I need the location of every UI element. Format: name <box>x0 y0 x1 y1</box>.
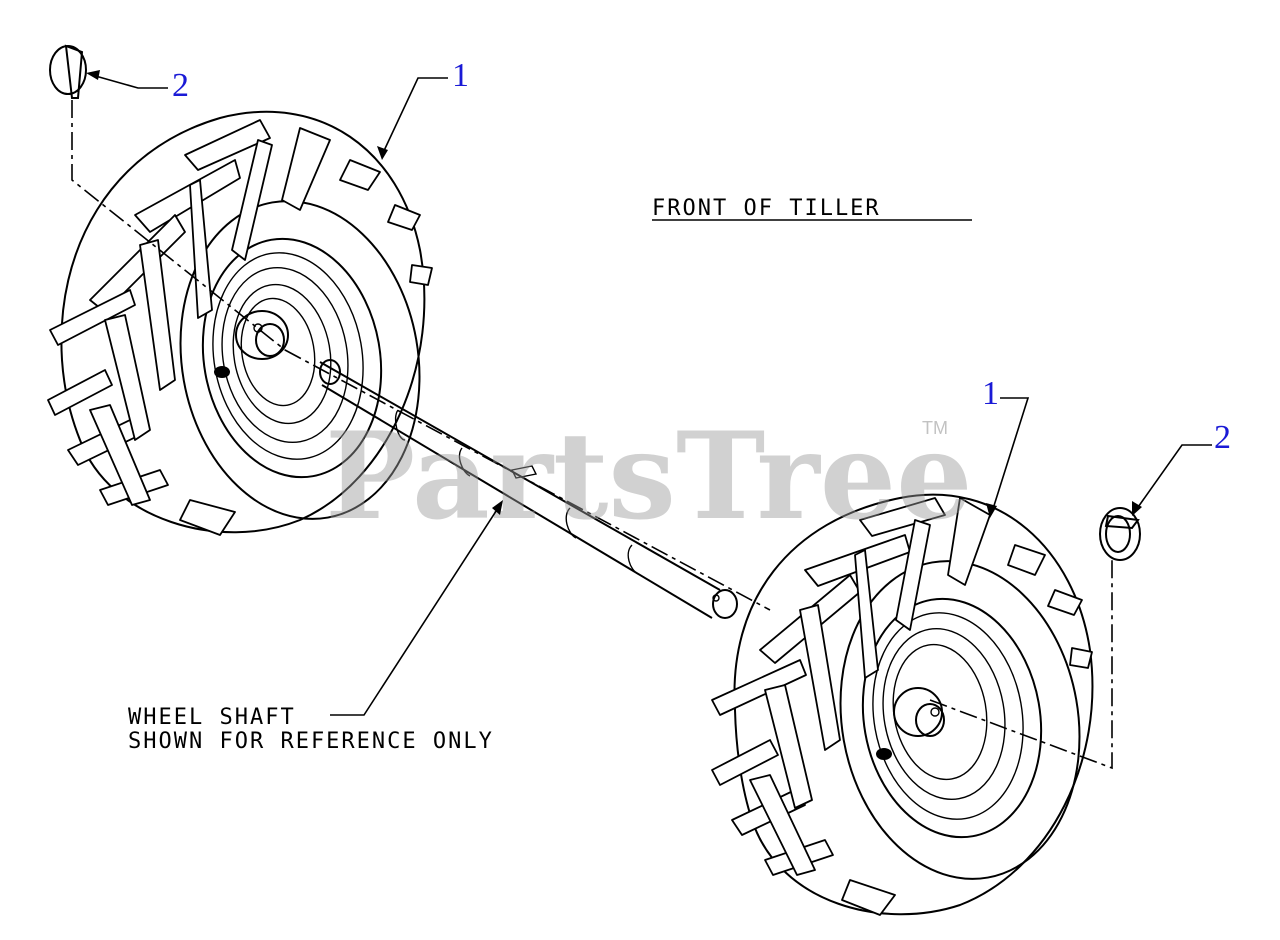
shaft-edge-bottom <box>321 384 713 619</box>
rim-left-ring-1 <box>212 252 364 460</box>
hub-right-bore <box>915 703 945 737</box>
heading-text: FRONT OF TILLER <box>652 196 881 221</box>
centerline-left <box>71 100 286 351</box>
hub-right-pinhole <box>930 707 940 717</box>
shaft-pinhole <box>712 594 720 602</box>
shaft-note-line1: WHEEL SHAFT <box>128 705 296 730</box>
hub-left <box>235 310 289 360</box>
leader-pin-right <box>1135 444 1212 511</box>
shaft-note-line2: SHOWN FOR REFERENCE ONLY <box>128 729 494 754</box>
shaft-collar-1 <box>394 409 406 441</box>
callout-number-pin-left: 2 <box>172 67 189 104</box>
shaft-note: WHEEL SHAFT SHOWN FOR REFERENCE ONLY <box>128 500 503 754</box>
tread-right <box>711 497 1093 916</box>
rim-left-ring-3 <box>232 283 332 425</box>
centerline-right <box>929 560 1113 770</box>
arrowhead-wheel-right <box>986 503 997 518</box>
shaft-collar-2 <box>458 447 471 477</box>
shaft-keyway <box>510 465 538 479</box>
callout-number-wheel-right: 1 <box>982 375 999 412</box>
watermark-trademark: TM <box>922 418 948 438</box>
tire-left-sidewall <box>179 200 421 520</box>
hairpin-clip-left[interactable] <box>49 44 87 99</box>
arrowhead-pin-left <box>86 70 100 80</box>
rim-right-outer <box>861 597 1043 839</box>
hub-left-pinhole <box>253 323 263 333</box>
leader-pin-left <box>91 74 168 89</box>
hairpin-left-pin <box>64 44 84 99</box>
arrowhead-pin-right <box>1132 501 1142 516</box>
callout-wheel-left[interactable]: 1 <box>377 57 469 160</box>
shaft-end-left <box>319 359 341 385</box>
shaft-end-right <box>712 589 738 619</box>
watermark: PartsTree <box>325 406 972 547</box>
hub-left-bore <box>255 323 285 357</box>
tire-right-sidewall <box>839 560 1081 880</box>
hairpin-right-inner <box>1105 515 1131 553</box>
rim-left-ring-4 <box>240 297 316 407</box>
arrowhead-wheel-left <box>377 146 388 160</box>
callout-pin-right[interactable]: 2 <box>1132 419 1231 516</box>
rim-right-ring-2 <box>882 627 1006 801</box>
hairpin-right-loop <box>1099 507 1141 561</box>
callout-wheel-right[interactable]: 1 <box>982 375 1030 518</box>
hairpin-right-pin <box>1104 514 1140 530</box>
rim-right-ring-1 <box>872 612 1024 820</box>
callout-pin-left[interactable]: 2 <box>86 67 189 104</box>
arrowhead-shaft-note <box>492 500 503 515</box>
callout-number-wheel-left: 1 <box>452 57 469 94</box>
tire-left-outline <box>60 110 426 534</box>
centerline-shaft <box>284 349 771 611</box>
leader-wheel-left <box>381 77 448 156</box>
valve-stem-left <box>214 366 230 378</box>
callout-number-pin-right: 2 <box>1214 419 1231 456</box>
tire-right-outline <box>733 493 1094 916</box>
wheel-right[interactable] <box>711 493 1104 916</box>
tread-left <box>47 119 433 536</box>
wheel-left[interactable] <box>47 110 444 538</box>
rim-left-ring-2 <box>221 266 349 444</box>
hairpin-clip-right[interactable] <box>1099 507 1141 561</box>
heading-front-of-tiller: FRONT OF TILLER <box>652 196 972 221</box>
leader-shaft-note <box>330 504 501 716</box>
rim-left-outer <box>201 237 383 479</box>
shaft-collar-3 <box>565 507 577 539</box>
valve-stem-right <box>876 748 892 760</box>
leader-wheel-right <box>991 397 1030 513</box>
shaft-collar-4 <box>627 544 639 575</box>
